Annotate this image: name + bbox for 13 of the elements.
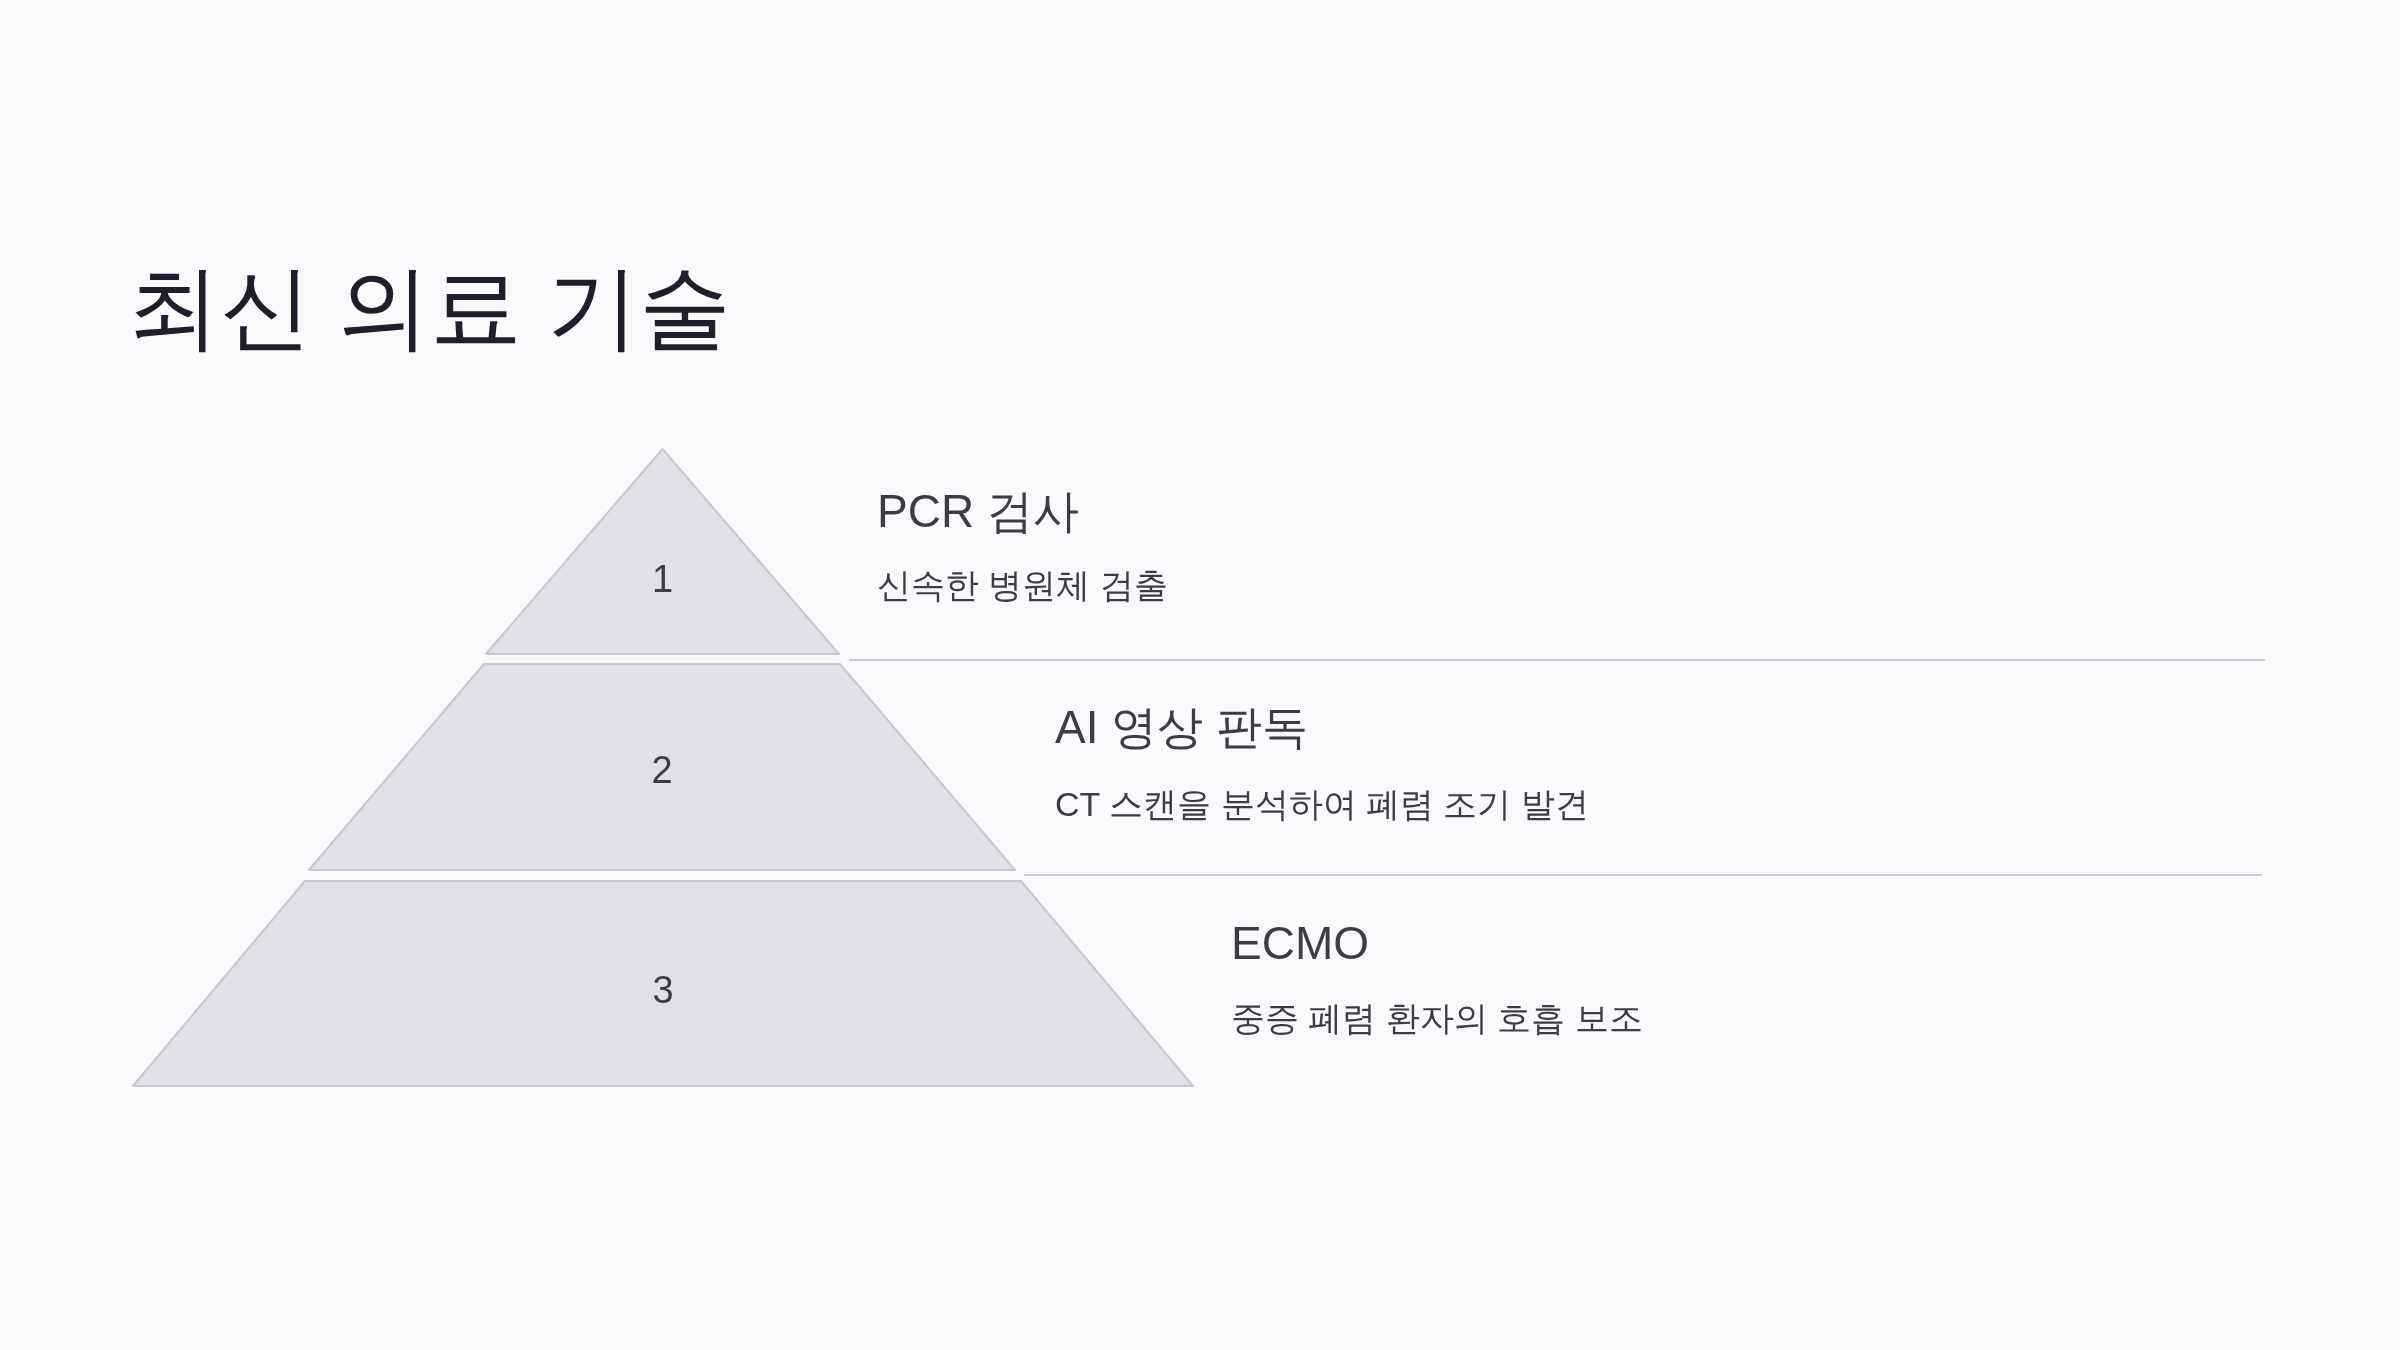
title: 최신 의료 기술: [128, 255, 732, 360]
tier-number: 2: [651, 748, 673, 792]
pyramid-tier: [485, 448, 840, 655]
tier-description: CT 스캔을 분석하여 폐렴 조기 발견: [1055, 784, 1589, 825]
tier-heading: ECMO: [1231, 916, 1369, 971]
tier-description: 신속한 병원체 검출: [877, 565, 1168, 606]
pyramid-tier: [132, 880, 1194, 1087]
tier-number: 1: [651, 557, 674, 601]
tier-heading: PCR 검사: [877, 484, 1079, 539]
pyramid-tier: [308, 663, 1016, 871]
tier-description: 중증 폐렴 환자의 호흡 보조: [1231, 998, 1643, 1039]
tier-number: 3: [652, 968, 674, 1012]
tier-heading: AI 영상 판독: [1055, 700, 1309, 755]
